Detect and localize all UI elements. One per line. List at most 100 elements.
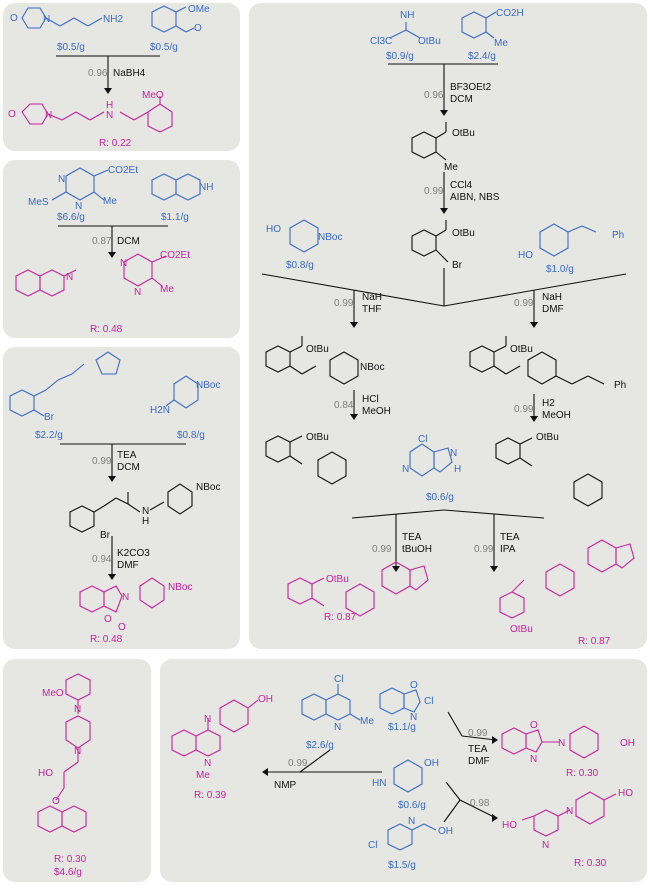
panel4-arrow-1-head [440, 110, 448, 116]
panel4-arrow-2-head [440, 208, 448, 214]
panel4-right-arrow-3-head [490, 566, 498, 572]
pyrimidine-co2et-label: CO2Et [108, 165, 138, 176]
left-cond-2a: HCl [362, 394, 379, 405]
right-cond-2a: H2 [542, 398, 555, 409]
intermediate-n-label: N [142, 506, 149, 517]
pyrimidine-me-label: Me [103, 196, 117, 207]
benzoxazole-cl-label: Cl [424, 696, 433, 707]
ester-me-label: Me [444, 162, 458, 173]
panel5-n1-label: N [74, 704, 81, 715]
panel6-product-top [501, 725, 599, 759]
panel6-yield-top: 0.99 [468, 728, 488, 739]
right-reagent-ph-label: Ph [612, 230, 624, 241]
panel4-right-product [499, 539, 635, 619]
right-cond-3b: IPA [500, 544, 516, 555]
panel1-yield: 0.96 [88, 68, 108, 79]
panel3-arrow-1-head [108, 476, 116, 482]
panel6-chloropyridine [387, 823, 437, 851]
product2-me-label: Me [160, 284, 174, 295]
reaction-panel-1 [3, 3, 240, 151]
panel6-product-top-ratio: R: 0.30 [566, 768, 599, 779]
panel2-reagent-thiq [151, 173, 201, 201]
panel6-top-join-1 [447, 711, 463, 737]
panel4-reagent-b-price: $2.4/g [468, 51, 496, 62]
aldehyde-o-label: O [194, 23, 202, 34]
panel2-reagent-pyrimidine [51, 167, 109, 201]
imidate-otbu-label: OtBu [418, 36, 441, 47]
aminopiperidine-h2n-label: H2N [150, 405, 170, 416]
panel3-reagent-aminopiperidine [165, 375, 199, 409]
panel3-yield-2: 0.94 [92, 554, 112, 565]
product2-n2-label: N [134, 287, 141, 298]
panel6-top-arrow-head [492, 736, 498, 744]
purine-cl-label: Cl [418, 434, 427, 445]
ester-otbu-label: OtBu [452, 128, 475, 139]
panel4-left-amine [265, 435, 347, 485]
panel1-condition: NaBH4 [113, 68, 146, 79]
imidate-nh-label: NH [400, 10, 414, 21]
bromide-br-label: Br [452, 260, 463, 271]
quinoline-me-label: Me [360, 716, 374, 727]
panel3-reagent-a-price: $2.2/g [35, 430, 63, 441]
panel2-reagent-a-price: $6.6/g [57, 212, 85, 223]
pyrimidine-n2-label: N [75, 201, 82, 212]
purine-price: $0.6/g [426, 492, 454, 503]
panel6-chloroquinoline [301, 684, 361, 721]
panel3-condition-1b: DCM [117, 462, 140, 473]
product-left-n1-label: N [204, 714, 211, 725]
left-product-otbu-label: OtBu [326, 574, 349, 585]
left-cond-1b: THF [362, 304, 381, 315]
product1-o-label: O [8, 109, 16, 120]
left-cond-3b: tBuOH [402, 544, 432, 555]
product3-n-label: N [122, 592, 129, 603]
panel6-condition-top-a: TEA [468, 744, 488, 755]
intermediate-br-label: Br [100, 530, 111, 541]
right-amine-otbu-label: OtBu [536, 432, 559, 443]
panel4-reagent-a-price: $0.9/g [386, 51, 414, 62]
panel4-step2-cond-b: AIBN, NBS [450, 192, 500, 203]
panel5-ho-label: HO [38, 768, 53, 779]
left-int-otbu-label: OtBu [306, 344, 329, 355]
panel6-product-left-ratio: R: 0.39 [194, 790, 227, 801]
panel4-left-reagent-hydroxypiperidine [289, 219, 319, 253]
purine-n1-label: N [402, 464, 409, 475]
left-cond-3a: TEA [402, 532, 422, 543]
panel6-condition-top-b: DMF [468, 756, 490, 767]
panel1-product [21, 96, 173, 133]
panel4-right-product-ratio: R: 0.87 [578, 636, 611, 647]
panel4-right-reagent-cbz-piperidinol [539, 223, 597, 257]
reaction-panel-4 [249, 3, 647, 649]
right-yield-2: 0.99 [514, 404, 534, 415]
panel6-yield-bottom: 0.98 [470, 798, 490, 809]
panel1-product-ratio: R: 0.22 [99, 138, 132, 149]
left-reagent-nboc-label: NBoc [318, 232, 342, 243]
panel4-right-intermediate [469, 336, 605, 385]
right-yield-1: 0.99 [514, 298, 534, 309]
quinoline-cl-label: Cl [334, 674, 343, 685]
pyridine-n-label: N [408, 816, 415, 827]
left-yield-2: 0.84 [334, 400, 354, 411]
right-product-otbu-label: OtBu [510, 624, 533, 635]
panel4-left-arrow-1-head [350, 322, 358, 328]
panel3-arrow-2-head [108, 574, 116, 580]
panel5-product-ratio: R: 0.30 [54, 854, 87, 865]
benzoxazole-o-label: O [410, 680, 418, 691]
panel3-condition-2b: DMF [117, 560, 139, 571]
product-left-n2-label: N [204, 758, 211, 769]
panel5-price: $4.6/g [54, 867, 82, 878]
piperidinol-oh-label: OH [424, 758, 439, 769]
panel6-pyridine-price: $1.5/g [388, 860, 416, 871]
panel3-intermediate [69, 483, 193, 533]
reaction-panel-5 [3, 659, 151, 882]
purine-n2-label: N [450, 448, 457, 459]
panel4-step2-cond-a: CCl4 [450, 180, 473, 191]
aldehyde-ome-label: OMe [188, 4, 210, 15]
product3-nboc-label: NBoc [168, 582, 192, 593]
right-yield-3: 0.99 [474, 544, 494, 555]
panel6-yield-left: 0.99 [288, 758, 308, 769]
panel6-piperidinol [393, 759, 423, 793]
left-amine-otbu-label: OtBu [306, 432, 329, 443]
panel4-final-left-combine [351, 509, 445, 519]
product1-meo-label: MeO [142, 90, 164, 101]
